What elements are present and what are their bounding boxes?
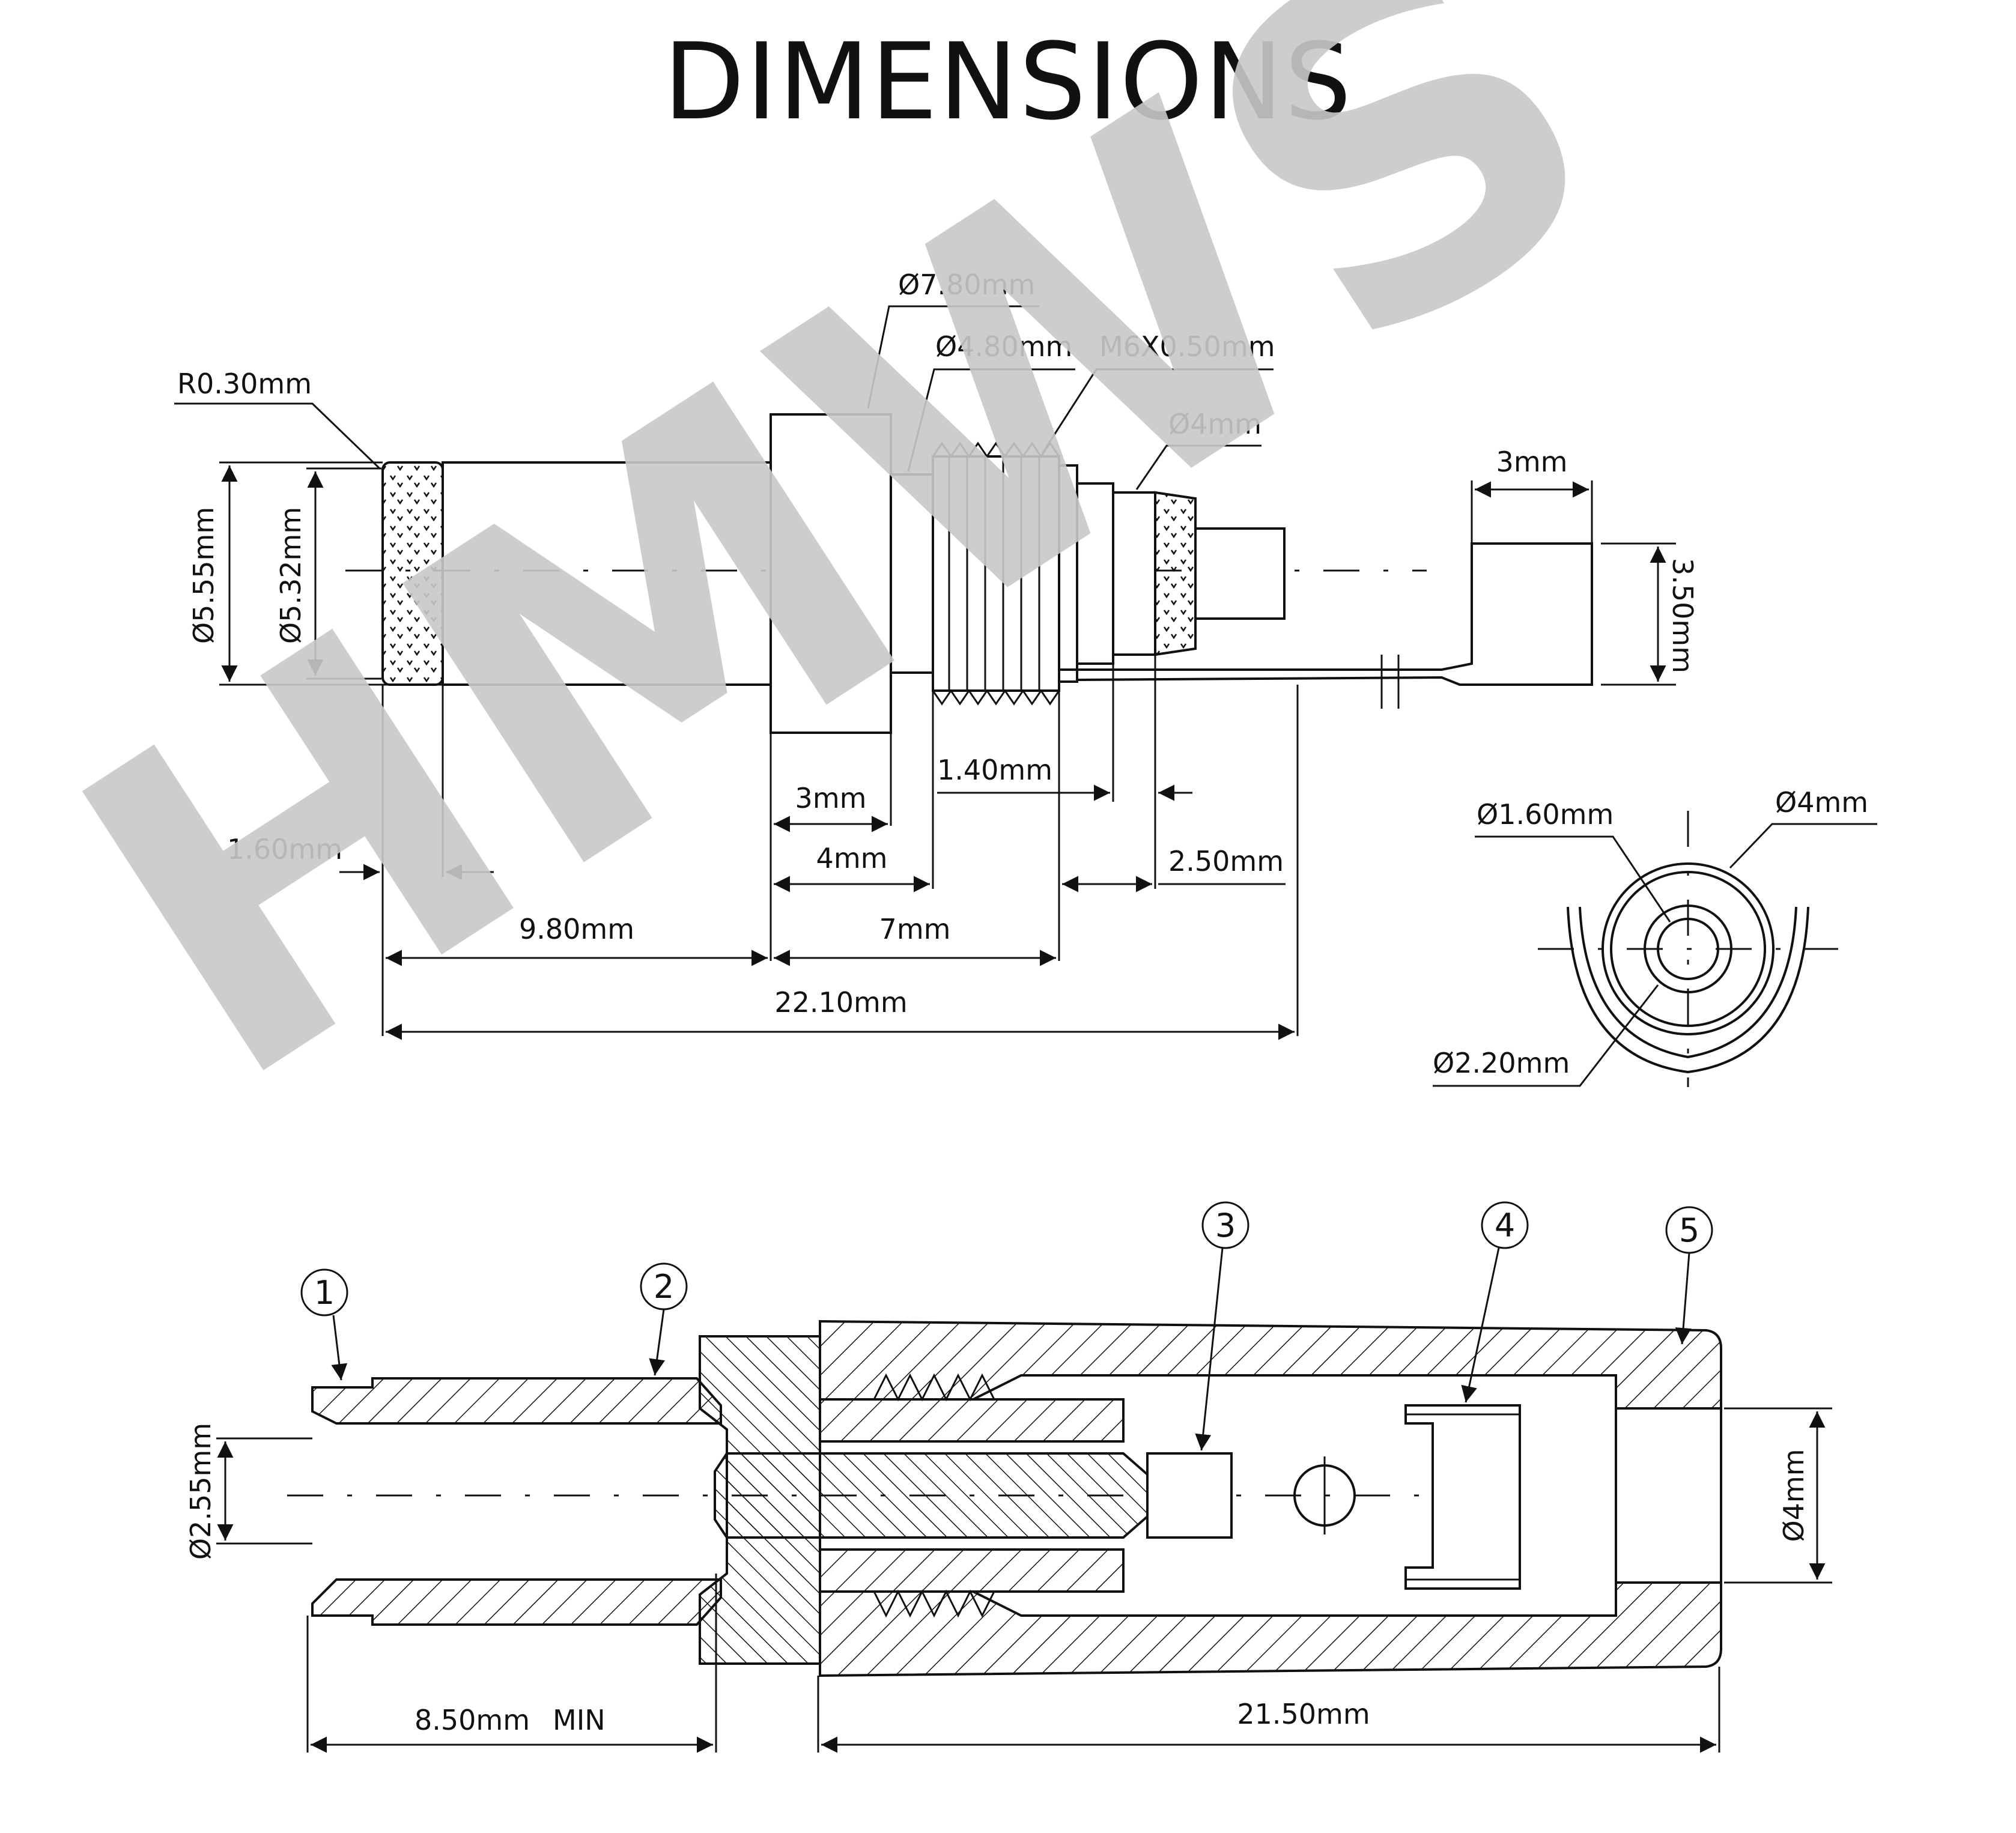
svg-text:3: 3 xyxy=(1215,1207,1236,1244)
outer-ring xyxy=(1602,862,1775,1035)
thread-lines xyxy=(948,456,1040,691)
dim-d4-top: Ø4mm xyxy=(1168,408,1262,440)
lug-loop-outer xyxy=(1567,906,1809,1074)
dim-w3-flange: 3mm xyxy=(795,782,867,814)
section-view: 1 2 3 4 5 xyxy=(184,1201,1832,1753)
shell-opening xyxy=(1615,1407,1722,1584)
dim-w2150: 21.50mm xyxy=(1237,1698,1370,1730)
thread-teeth xyxy=(932,441,1060,706)
collar-step xyxy=(1112,491,1156,656)
outer-shell-top xyxy=(819,1319,1722,1410)
dim-end-d220: Ø2.20mm xyxy=(1433,1047,1570,1079)
dim-end-d4: Ø4mm xyxy=(1775,786,1868,819)
outer-ring-inner xyxy=(1610,871,1766,1027)
lug-loop xyxy=(1579,906,1797,1059)
dim-h350: 3.50mm xyxy=(1666,558,1699,673)
dim-section-d4: Ø4mm xyxy=(1778,1449,1810,1542)
center-contact xyxy=(1657,918,1719,980)
flange xyxy=(770,413,892,734)
callout-5: 5 xyxy=(1665,1206,1713,1345)
contact-pin xyxy=(1194,527,1286,620)
callout-1: 1 xyxy=(300,1268,348,1381)
collar xyxy=(1076,482,1114,665)
svg-text:1: 1 xyxy=(314,1274,335,1312)
dim-w850-suffix: MIN xyxy=(553,1704,606,1736)
knurled-nose xyxy=(1154,491,1197,656)
insulator-ring xyxy=(1644,904,1732,993)
barrel-wall-top xyxy=(311,1377,722,1425)
dim-w160: 1.60mm xyxy=(227,833,342,865)
pin-socket xyxy=(1146,1452,1233,1539)
thread-insert-top xyxy=(819,1398,1125,1443)
dim-w250: 2.50mm xyxy=(1168,845,1284,877)
dim-d555: Ø5.55mm xyxy=(187,507,220,644)
end-view: Ø1.60mm Ø4mm Ø2.20mm xyxy=(1433,786,1877,1087)
svg-text:2: 2 xyxy=(654,1268,674,1306)
page-title: DIMENSIONS xyxy=(663,20,1353,144)
outer-shell-bottom xyxy=(819,1581,1722,1677)
dim-w140: 1.40mm xyxy=(937,754,1052,786)
dim-w850: 8.50mm xyxy=(414,1704,530,1736)
thread-insert-bottom xyxy=(819,1548,1125,1593)
dim-w7: 7mm xyxy=(879,913,951,945)
side-view: Ø5.55mm Ø5.32mm R0.30mm Ø7.80mm Ø4.80mm … xyxy=(174,268,1699,1040)
barrel-wall-bottom xyxy=(311,1578,722,1626)
dim-w980: 9.80mm xyxy=(519,913,634,945)
dim-d532: Ø5.32mm xyxy=(275,507,307,644)
dim-w4: 4mm xyxy=(816,842,888,874)
inner-contact xyxy=(714,1452,1149,1539)
callout-3: 3 xyxy=(1195,1201,1249,1451)
dim-w2210: 22.10mm xyxy=(774,986,907,1019)
dim-d255: Ø2.55mm xyxy=(184,1423,217,1560)
neck xyxy=(890,473,934,674)
dim-r030: R0.30mm xyxy=(177,368,312,400)
spring-contact xyxy=(1404,1404,1521,1590)
callout-2: 2 xyxy=(640,1262,688,1376)
dim-thread: M6X0.50mm xyxy=(1099,330,1275,363)
svg-text:4: 4 xyxy=(1495,1207,1515,1244)
nut-ring xyxy=(1058,464,1078,683)
dim-d480: Ø4.80mm xyxy=(935,330,1072,363)
dim-w3-lug: 3mm xyxy=(1496,446,1568,478)
dim-d780: Ø7.80mm xyxy=(898,268,1035,301)
svg-text:5: 5 xyxy=(1679,1211,1699,1249)
dim-end-d160: Ø1.60mm xyxy=(1477,798,1614,831)
callout-4: 4 xyxy=(1461,1201,1529,1403)
threaded-section xyxy=(932,455,1060,692)
